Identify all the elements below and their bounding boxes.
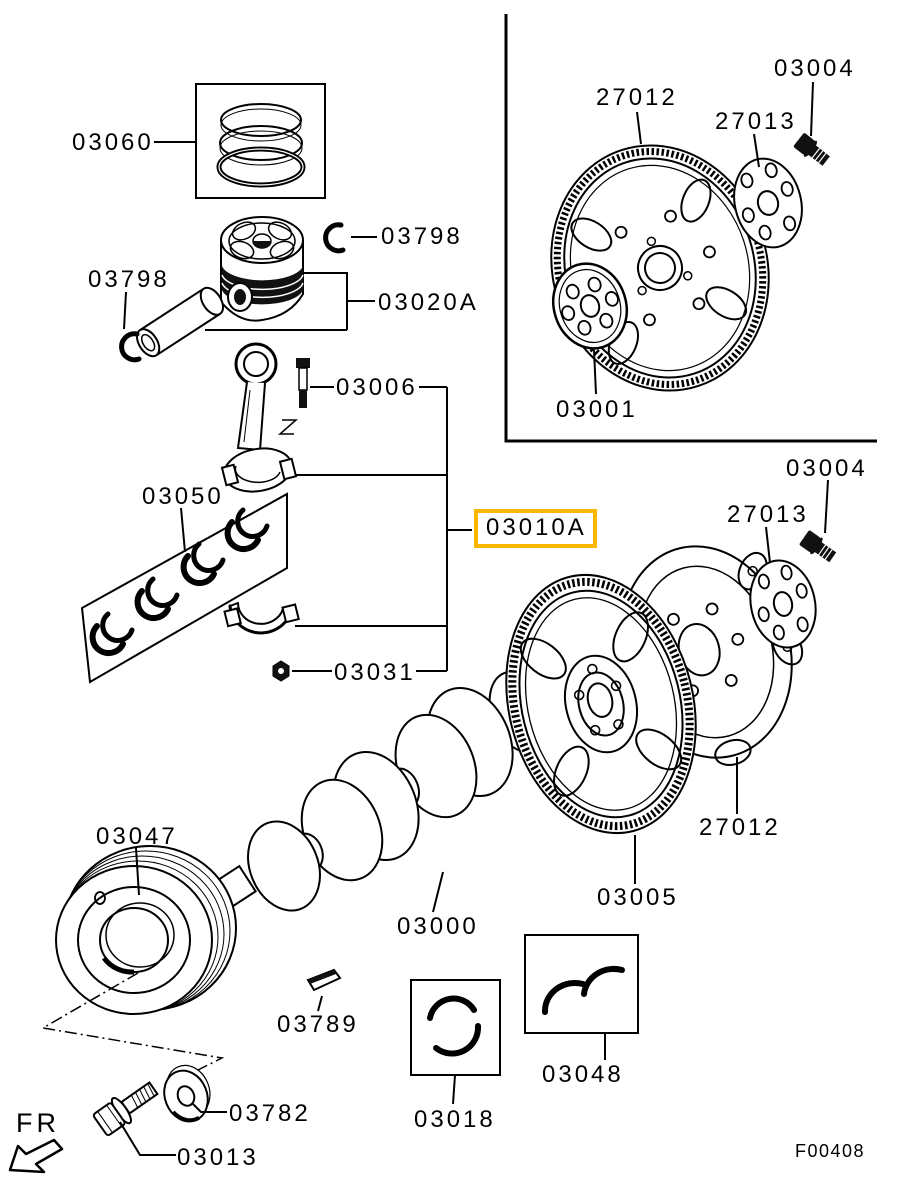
part-label-03798-left[interactable]: 03798 — [88, 266, 170, 293]
part-label-03789[interactable]: 03789 — [277, 1011, 359, 1038]
part-label-03048[interactable]: 03048 — [542, 1061, 624, 1088]
alignment-centerlines — [40, 972, 225, 1071]
flywheel-drawing — [505, 573, 697, 835]
adapter-plate-lower-drawing — [749, 559, 817, 649]
center-bearing-drawing — [410, 979, 501, 1076]
inset-box-border — [504, 14, 877, 443]
thrust-washer-drawing — [524, 934, 639, 1034]
pulley-drawing — [55, 845, 237, 1015]
part-label-03060[interactable]: 03060 — [72, 129, 154, 156]
part-label-27012-inset[interactable]: 27012 — [596, 84, 678, 111]
part-label-03020A[interactable]: 03020A — [378, 289, 479, 316]
part-label-03010A-highlighted[interactable]: 03010A — [474, 509, 597, 548]
part-label-03004-inset[interactable]: 03004 — [774, 55, 856, 82]
connecting-rod-drawing — [220, 342, 298, 493]
fr-arrow-icon — [8, 1138, 64, 1174]
rod-bolt-drawing — [296, 358, 310, 408]
flywheel-bolt-lower-drawing — [799, 530, 837, 563]
rod-nut-drawing — [272, 660, 290, 682]
leader-lines — [119, 81, 829, 1156]
flywheel-bolt-top-drawing — [793, 133, 830, 166]
bearing-cap-drawing — [223, 602, 300, 635]
washer-drawing — [163, 1064, 211, 1123]
snap-ring-left-drawing — [119, 331, 142, 363]
piston-pin-drawing — [136, 286, 224, 358]
piston-ring-set-drawing — [195, 83, 326, 199]
part-label-03050[interactable]: 03050 — [142, 483, 224, 510]
part-label-03001[interactable]: 03001 — [556, 396, 638, 423]
part-label-03013[interactable]: 03013 — [177, 1144, 259, 1171]
part-label-27012-main[interactable]: 27012 — [699, 814, 781, 841]
part-label-03031[interactable]: 03031 — [334, 659, 416, 686]
fr-orientation-label: FR — [16, 1108, 60, 1138]
part-label-03018[interactable]: 03018 — [414, 1106, 496, 1133]
part-label-03005[interactable]: 03005 — [597, 884, 679, 911]
pulley-bolt-drawing — [92, 1081, 159, 1136]
key-drawing — [306, 968, 342, 992]
part-label-03047[interactable]: 03047 — [96, 823, 178, 850]
part-label-03798-right[interactable]: 03798 — [381, 223, 463, 250]
part-label-03782[interactable]: 03782 — [229, 1100, 311, 1127]
part-label-03004-main[interactable]: 03004 — [786, 455, 868, 482]
snap-ring-right-drawing — [323, 222, 346, 254]
part-label-27013-inset[interactable]: 27013 — [715, 108, 797, 135]
rod-bearing-set-drawing — [80, 492, 288, 684]
figure-code: F00408 — [795, 1141, 866, 1161]
piston-drawing — [220, 216, 304, 322]
part-label-03006[interactable]: 03006 — [336, 374, 418, 401]
part-label-27013-main[interactable]: 27013 — [727, 501, 809, 528]
crank-adapter-drawing — [552, 262, 628, 350]
part-label-03000[interactable]: 03000 — [397, 913, 479, 940]
